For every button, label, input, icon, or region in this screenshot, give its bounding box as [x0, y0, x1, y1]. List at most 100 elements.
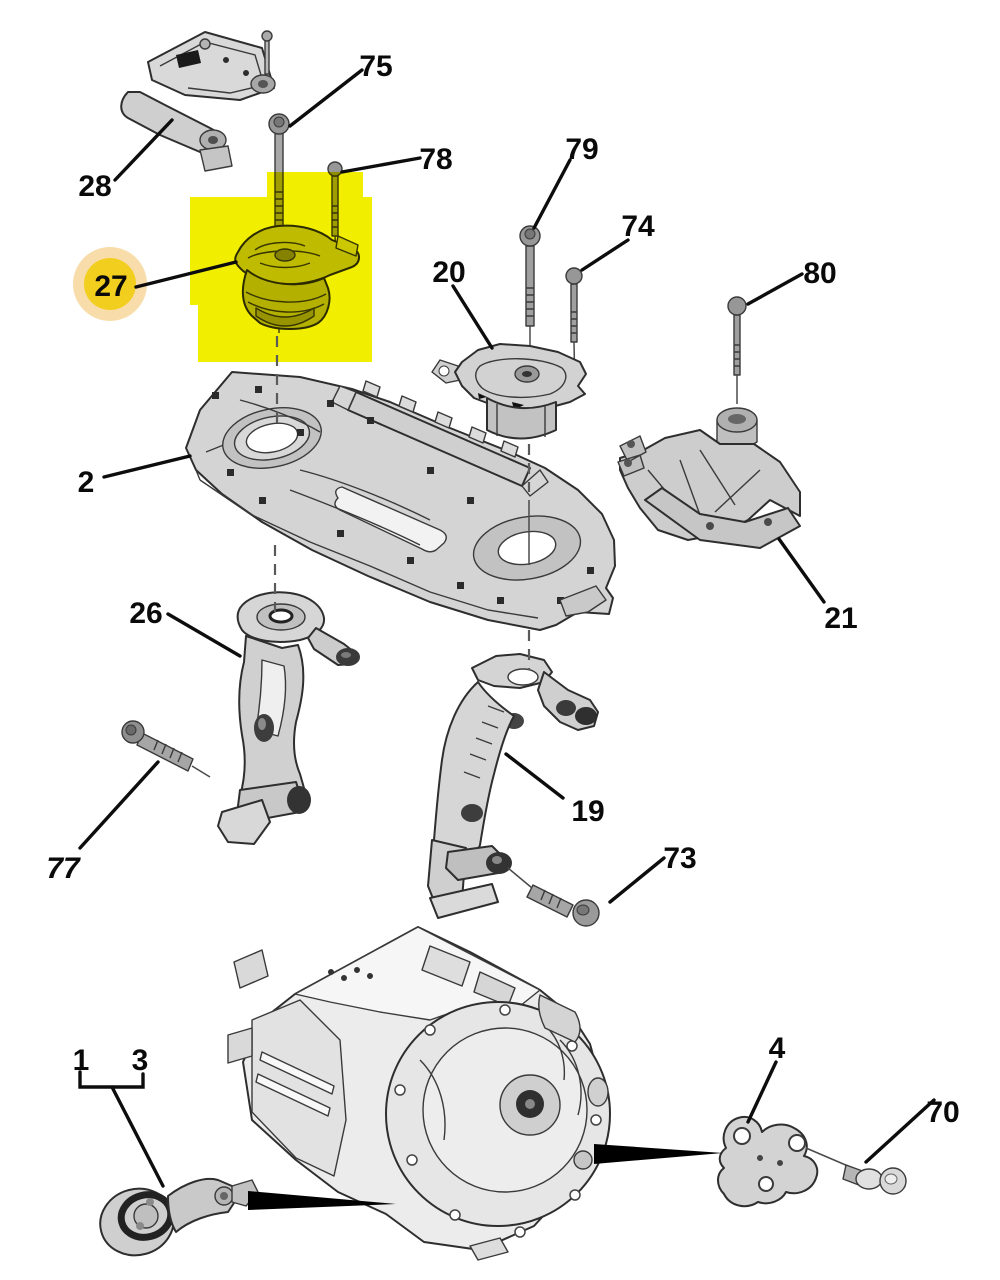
callout-2[interactable]: 2 — [78, 466, 95, 499]
leader-73 — [608, 856, 666, 904]
bolt-79 — [519, 225, 541, 372]
part-21-left-prongs — [617, 435, 647, 477]
part-4-dots — [757, 1155, 783, 1166]
leader-21 — [777, 537, 826, 604]
bolt-73-threads — [540, 889, 562, 909]
leader-27 — [134, 260, 238, 289]
gearbox-top-block-1 — [421, 945, 471, 987]
part-27-highlight[interactable] — [190, 172, 372, 362]
part-2-bracket-tabs — [362, 380, 519, 458]
gearbox-right-boss — [587, 1077, 609, 1107]
part-26-mid-bushing-hl — [258, 718, 266, 730]
part-28-stud-head — [261, 30, 273, 42]
part-28-foot-bushing-hole — [208, 136, 218, 144]
torque-rod-small-eye-hole — [220, 1192, 228, 1200]
callout-73[interactable]: 73 — [663, 842, 696, 875]
bolt-74-threads — [571, 311, 577, 334]
gearbox-bolt-circles — [394, 1004, 602, 1238]
bolt-73 — [507, 867, 600, 927]
leader-74 — [580, 238, 630, 272]
locator-wedge-bracket-4 — [594, 1144, 723, 1164]
part-28-engine-bracket — [120, 30, 276, 172]
part-28-top-plate — [147, 31, 275, 101]
callout-70[interactable]: 70 — [926, 1096, 959, 1129]
part-20-plate-contour — [475, 358, 567, 399]
part-4-hole-1 — [733, 1127, 751, 1145]
bolt-77-threads — [153, 739, 183, 763]
part-19-lower-bushing — [461, 804, 483, 822]
leader-2 — [102, 454, 192, 479]
callout-75[interactable]: 75 — [359, 50, 392, 83]
part-26-bottom-bushing — [287, 786, 311, 814]
bolt-70 — [842, 1164, 907, 1195]
gearbox-left-face — [251, 999, 347, 1177]
part-1-3-torque-rod — [99, 1177, 259, 1257]
part-28-plate-inner-line — [159, 41, 265, 94]
part-21-prong-holes — [624, 440, 635, 467]
gearbox-left-slot-2 — [255, 1073, 331, 1117]
gearbox-clutch-hub-center — [525, 1099, 535, 1109]
bolt-75-head-socket — [273, 116, 285, 128]
bolt-80-head — [727, 296, 747, 316]
bolt-70-washer — [855, 1168, 883, 1190]
part-21-bottom-flange — [644, 487, 801, 549]
callout-3[interactable]: 3 — [132, 1044, 149, 1077]
leader-19 — [504, 752, 565, 800]
part-21-flange-holes — [706, 518, 772, 530]
part-20-ear-hole — [438, 365, 450, 377]
callout-4[interactable]: 4 — [769, 1032, 786, 1065]
callout-80[interactable]: 80 — [803, 257, 836, 290]
bolt-74-head — [565, 267, 583, 285]
leader-26 — [166, 612, 242, 658]
bolt-77-tip — [191, 765, 211, 778]
callout-74[interactable]: 74 — [621, 210, 655, 243]
leader-28 — [113, 118, 174, 182]
part-28-foot — [199, 145, 233, 172]
bolt-79-head-socket — [524, 228, 536, 240]
callout-77[interactable]: 77 — [46, 852, 81, 885]
part-2-subframe — [185, 371, 616, 631]
part-4-hole-3 — [758, 1176, 774, 1192]
part-4-lower-bracket — [717, 1116, 863, 1208]
gearbox-left-block-1 — [227, 1027, 253, 1064]
bolt-80 — [727, 296, 747, 404]
callout-79[interactable]: 79 — [565, 133, 598, 166]
part-26-foot — [217, 799, 271, 845]
bolt-74 — [565, 267, 583, 395]
part-20-gearbox-mount — [431, 343, 587, 440]
part-28-plate-bolt — [199, 38, 211, 50]
bolt-77-head-socket — [125, 724, 137, 736]
gearbox-right-plug — [573, 1150, 593, 1170]
callout-20[interactable]: 20 — [432, 256, 465, 289]
bolt-79-shaft — [525, 245, 535, 327]
callout-27-selected[interactable]: 27 — [94, 270, 127, 303]
gearbox-bottom-foot — [469, 1237, 509, 1261]
callout-19[interactable]: 19 — [571, 795, 604, 828]
part-4-hole-2 — [788, 1134, 806, 1152]
part-2-right-ring-hole — [497, 530, 557, 566]
callout-28[interactable]: 28 — [78, 170, 111, 203]
bolt-73-head-socket — [576, 904, 590, 916]
part-19-arm-bushing-1 — [556, 700, 576, 716]
callout-27-badge-inner — [84, 258, 136, 310]
callout-26[interactable]: 26 — [129, 597, 162, 630]
part-20-hub-hole — [522, 371, 532, 377]
part-28-stud — [264, 35, 270, 75]
bolt-79-threads — [526, 287, 534, 317]
callout-21[interactable]: 21 — [824, 602, 857, 635]
part-2-surface-curves — [239, 399, 431, 546]
part-19-base-plate — [429, 883, 499, 919]
callout-78[interactable]: 78 — [419, 143, 452, 176]
callout-1[interactable]: 1 — [73, 1044, 90, 1077]
part-26-support-bracket — [217, 591, 360, 845]
leader-20 — [451, 284, 494, 350]
part-20-cylinder-lines — [496, 404, 546, 437]
part-19-top-hub — [507, 668, 539, 686]
leader-78 — [340, 156, 422, 174]
gearbox-assembly — [227, 926, 611, 1261]
part-21-engine-bracket — [617, 407, 801, 549]
part-28-black-detail — [176, 50, 201, 68]
part-26-arm-bushing-hl — [341, 652, 351, 658]
bolt-73-tip — [507, 867, 533, 889]
